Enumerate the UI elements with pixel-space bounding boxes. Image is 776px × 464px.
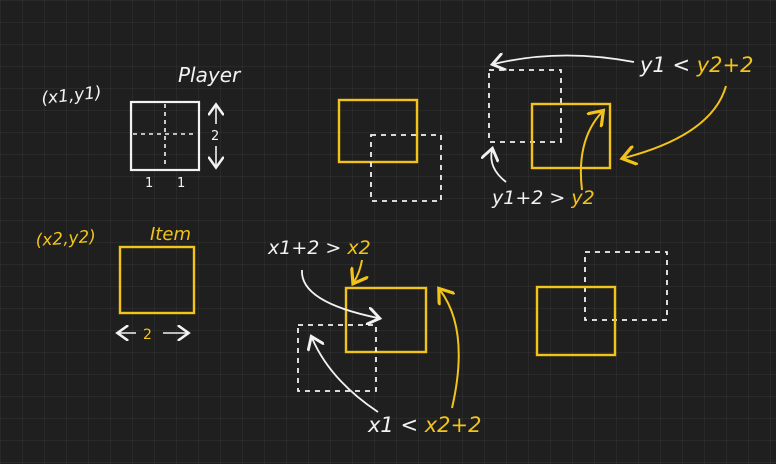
- overlap-example-top-right: y1 < y2+2 y1+2 > y2: [489, 53, 754, 209]
- overlap-example-top-middle: [337, 98, 442, 202]
- player-title: Player: [178, 63, 242, 87]
- player-legend: (x1,y1) Player 2 1 1: [40, 63, 242, 191]
- player-coord-label: (x1,y1): [40, 83, 102, 109]
- arrow-to-item-bottom: [624, 85, 727, 158]
- player-box: [129, 100, 201, 172]
- player-tick-label-right: 1: [177, 176, 185, 191]
- arrow-to-player-left: [312, 338, 379, 413]
- player-box: [488, 69, 562, 143]
- arrow-to-player-bottom: [491, 150, 507, 183]
- arrow-to-item-top: [579, 112, 602, 191]
- arrow-to-item-left: [354, 259, 362, 282]
- arrow-to-player-right: [301, 269, 378, 318]
- item-box: [118, 245, 196, 315]
- arrow-to-item-right: [440, 290, 460, 409]
- item-coord-label: (x2,y2): [35, 227, 97, 251]
- overlap-example-bottom-right: [535, 251, 668, 357]
- player-height-label: 2: [211, 129, 219, 144]
- item-legend: (x2,y2) Item 2: [35, 224, 196, 343]
- condition-x-greater: x1+2 > x2: [267, 237, 371, 259]
- item-width-label: 2: [143, 327, 152, 343]
- arrow-to-player-top: [494, 55, 635, 64]
- player-box: [584, 251, 668, 321]
- condition-x-less: x1 < x2+2: [367, 413, 482, 437]
- item-box: [337, 98, 419, 164]
- player-box: [297, 324, 377, 392]
- condition-y-greater: y1+2 > y2: [491, 187, 595, 209]
- item-box: [535, 285, 617, 357]
- player-tick-label-left: 1: [145, 176, 153, 191]
- player-box: [370, 134, 442, 202]
- item-box: [530, 102, 612, 170]
- condition-y-less: y1 < y2+2: [639, 53, 754, 77]
- item-box: [344, 286, 428, 354]
- overlap-example-bottom-middle: x1+2 > x2 x1 < x2+2: [267, 237, 482, 437]
- item-title: Item: [150, 224, 191, 245]
